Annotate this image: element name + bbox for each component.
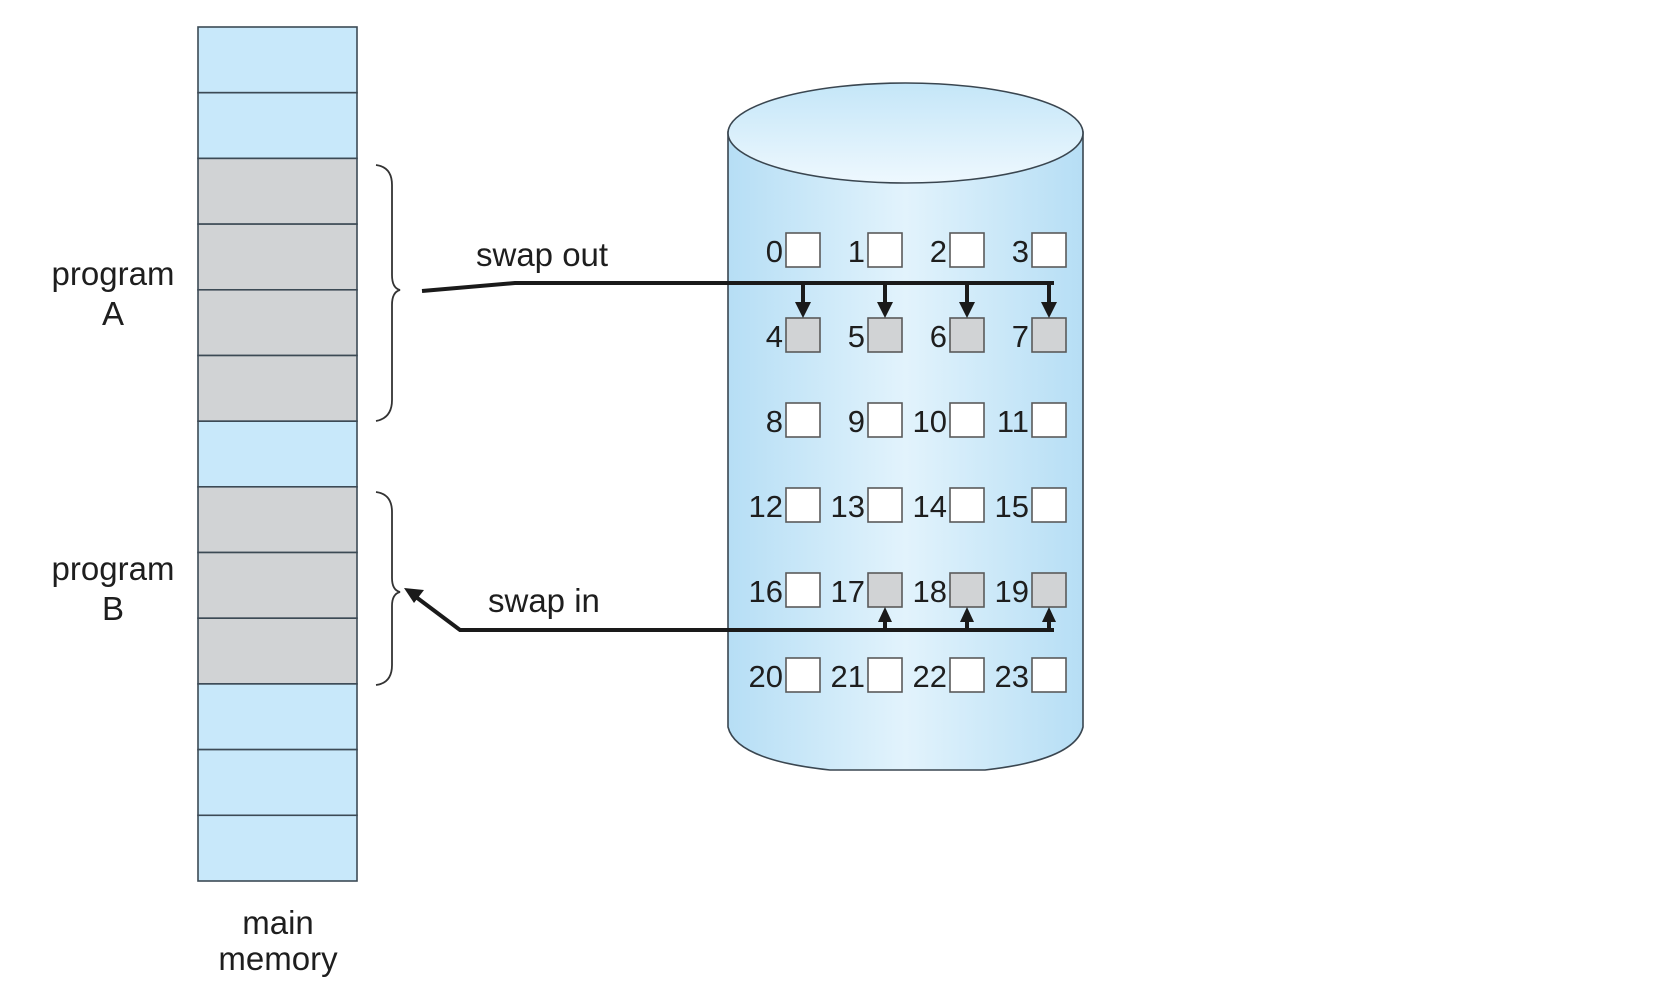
memory-cell-free: [197, 683, 358, 751]
disk-block-number: 1: [848, 234, 865, 269]
disk-block-empty: [867, 232, 903, 268]
disk-block-empty: [785, 232, 821, 268]
disk-body: [727, 131, 1084, 771]
disk-block-empty: [1031, 657, 1067, 693]
arrow-up-icon: [960, 607, 974, 622]
disk-block-used: [867, 572, 903, 608]
disk-block-empty: [949, 657, 985, 693]
swap-out-label: swap out: [476, 236, 608, 273]
disk-block-used: [785, 317, 821, 353]
memory-cell-program-a: [197, 223, 358, 291]
disk-block-used: [949, 317, 985, 353]
arrow-down-icon: [877, 302, 893, 318]
disk-block-number: 6: [930, 319, 947, 354]
disk-top: [727, 82, 1084, 184]
memory-cell-free: [197, 748, 358, 817]
disk-block-empty: [867, 657, 903, 693]
arrow-up-icon: [1042, 607, 1056, 622]
arrow-down-icon: [795, 302, 811, 318]
memory-cell-program-a: [197, 288, 358, 357]
disk-block-number: 3: [1012, 234, 1029, 269]
main-memory-label-line1: main: [242, 904, 314, 941]
disk-block-number: 17: [831, 574, 865, 609]
disk-block-empty: [785, 572, 821, 608]
disk-block-number: 21: [831, 659, 865, 694]
disk-block-number: 19: [995, 574, 1029, 609]
disk-block-number: 8: [766, 404, 783, 439]
disk-block-number: 23: [995, 659, 1029, 694]
disk-block-empty: [785, 402, 821, 438]
swap-out-arrow: [421, 281, 1057, 318]
swap-in-arrowhead: [404, 588, 424, 603]
memory-cell-program-b: [197, 617, 358, 685]
disk-block-number: 14: [913, 489, 947, 524]
arrow-down-icon: [959, 302, 975, 318]
disk-block-empty: [949, 232, 985, 268]
swap-in-line: [410, 592, 1054, 632]
disk-block-empty: [867, 402, 903, 438]
disk-block-empty: [949, 402, 985, 438]
disk-block-empty: [949, 487, 985, 523]
disk-block-empty: [785, 657, 821, 693]
program-b-label-line2: B: [102, 590, 124, 627]
disk-block-empty: [1031, 487, 1067, 523]
swap-in-arrow: [404, 588, 1056, 632]
disk-block-number: 15: [995, 489, 1029, 524]
program-b-label-line1: program: [52, 550, 175, 587]
disk-block-number: 4: [766, 319, 783, 354]
disk-block-used: [1031, 572, 1067, 608]
memory-cell-free: [197, 91, 358, 160]
memory-cell-program-b: [197, 551, 358, 619]
memory-cell-free: [197, 814, 358, 882]
disk-block-used: [949, 572, 985, 608]
disk-block-used: [867, 317, 903, 353]
disk-block-used: [1031, 317, 1067, 353]
disk-block-number: 5: [848, 319, 865, 354]
disk-block-number: 11: [997, 404, 1029, 439]
disk-block-number: 13: [831, 489, 865, 524]
disk-block-empty: [785, 487, 821, 523]
memory-cell-program-a: [197, 354, 358, 422]
disk-block-empty: [1031, 232, 1067, 268]
disk-block-number: 12: [749, 489, 783, 524]
swap-in-label: swap in: [488, 582, 600, 619]
disk-block-empty: [867, 487, 903, 523]
program-a-label-line2: A: [102, 295, 124, 332]
disk-block-number: 20: [749, 659, 783, 694]
memory-cell-program-b: [197, 485, 358, 554]
arrow-up-icon: [878, 607, 892, 622]
disk-block-number: 0: [766, 234, 783, 269]
main-memory: [197, 26, 358, 882]
program-a-brace: [375, 164, 401, 422]
disk-block-number: 22: [913, 659, 947, 694]
disk-block-empty: [1031, 402, 1067, 438]
program-b-brace: [375, 491, 401, 686]
backing-store-disk: [727, 82, 1084, 771]
disk-block-number: 10: [913, 404, 947, 439]
disk-block-number: 9: [848, 404, 865, 439]
disk-block-number: 16: [749, 574, 783, 609]
main-memory-label-line2: memory: [218, 940, 338, 977]
program-a-label-line1: program: [52, 255, 175, 292]
arrow-down-icon: [1041, 302, 1057, 318]
disk-block-number: 18: [913, 574, 947, 609]
memory-cell-program-a: [197, 157, 358, 225]
memory-cell-free: [197, 420, 358, 488]
memory-cell-free: [197, 26, 358, 94]
disk-block-number: 7: [1012, 319, 1029, 354]
disk-block-number: 2: [930, 234, 947, 269]
swap-out-line: [421, 281, 1054, 293]
